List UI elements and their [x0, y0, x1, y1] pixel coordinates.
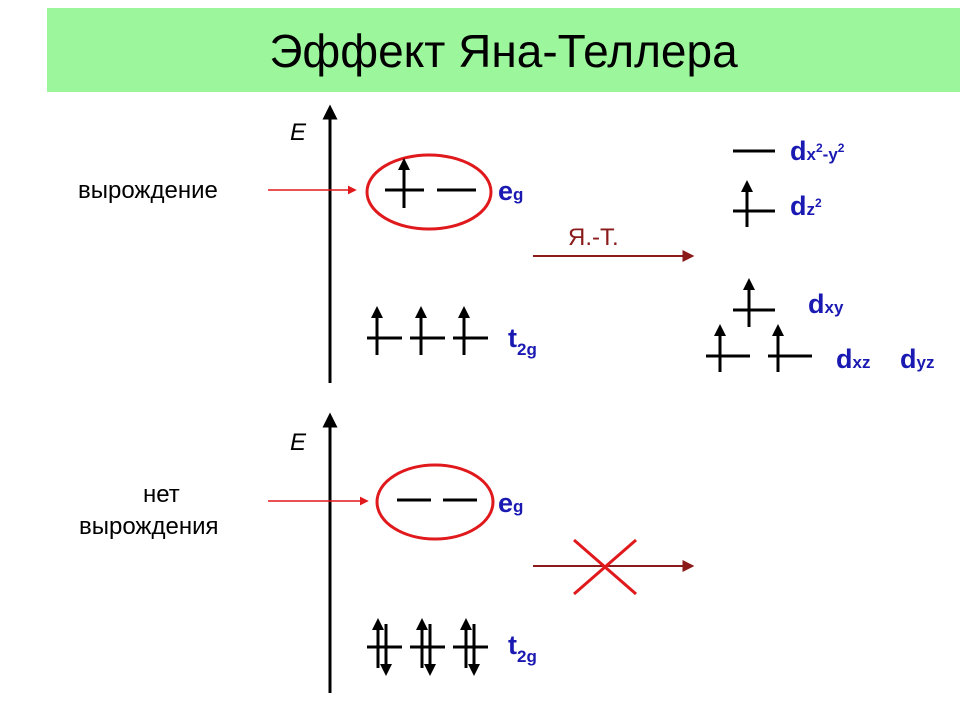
- title-bar: Эффект Яна-Теллера: [47, 8, 960, 92]
- eg-levels-upper: [385, 158, 476, 208]
- lower-panel: E нет вырождения eg t2g: [79, 412, 695, 693]
- split-levels: dx2-y2 dz2 dxy dxz dyz: [706, 136, 934, 374]
- eg-label-lower: eg: [498, 488, 523, 518]
- label-dxy: dxy: [808, 289, 844, 319]
- upper-panel: E вырождение eg t2g Я.-Т. dx2-y2 dz2: [78, 104, 934, 383]
- no-degeneracy-label-line2: вырождения: [79, 513, 219, 540]
- energy-axis-label-lower: E: [290, 429, 307, 456]
- degeneracy-label: вырождение: [78, 177, 218, 204]
- label-dxz: dxz: [836, 344, 870, 374]
- eg-highlight-ellipse-upper: [365, 153, 493, 231]
- label-dx2-y2: dx2-y2: [790, 136, 845, 166]
- jahn-teller-transition-label: Я.-Т.: [568, 224, 619, 251]
- label-dz2: dz2: [790, 191, 822, 221]
- t2g-levels-lower: [367, 618, 488, 676]
- t2g-label-upper: t2g: [508, 323, 537, 359]
- forbidden-cross-icon: [573, 538, 637, 596]
- label-dyz: dyz: [900, 344, 934, 374]
- energy-axis-label-upper: E: [290, 119, 307, 146]
- no-degeneracy-label-line1: нет: [143, 481, 180, 508]
- eg-highlight-ellipse-lower: [375, 463, 495, 541]
- t2g-levels-upper: [367, 306, 488, 355]
- page-title: Эффект Яна-Теллера: [269, 25, 738, 77]
- eg-label-upper: eg: [498, 176, 523, 206]
- t2g-label-lower: t2g: [508, 630, 537, 666]
